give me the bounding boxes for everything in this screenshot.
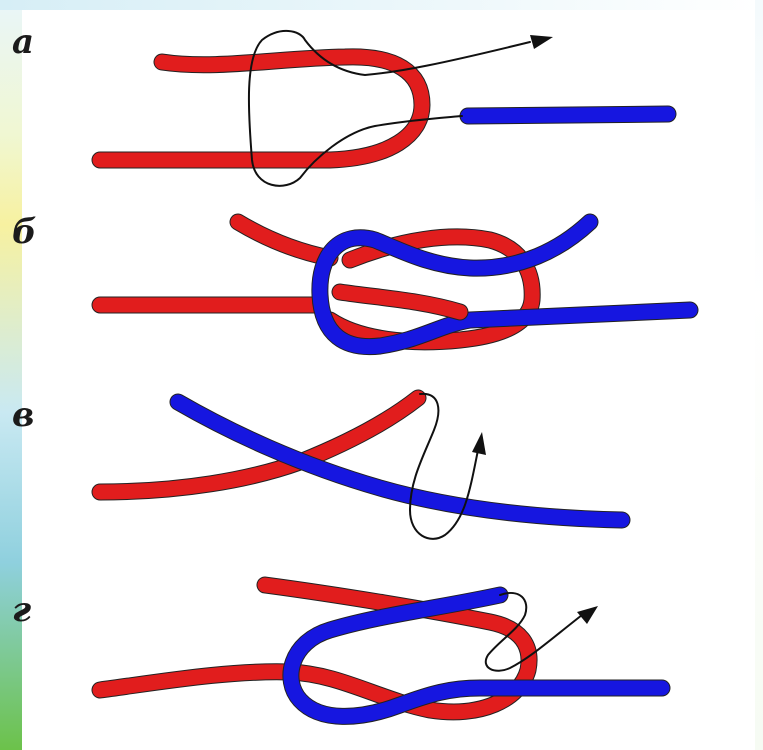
motion-arrow-icon	[530, 35, 553, 49]
background-gradient-strip-left	[0, 0, 22, 750]
blue-rope-d	[283, 587, 670, 724]
knot-step-d	[91, 576, 671, 725]
panel-label-a: а	[12, 22, 35, 62]
panel-label-g: г	[12, 590, 32, 630]
background-gradient-strip-top	[0, 0, 763, 10]
red-rope-b-end	[230, 214, 338, 266]
guide-line-a	[247, 30, 531, 187]
guide-line-c	[408, 392, 479, 540]
red-rope-b-cross	[332, 284, 468, 320]
knot-step-c	[91, 389, 631, 540]
background-gradient-strip-right	[755, 0, 763, 750]
blue-rope-b	[312, 214, 698, 355]
knot-step-a	[91, 30, 677, 187]
blue-rope-c	[170, 394, 630, 528]
blue-rope-a	[460, 106, 676, 124]
knot-step-b	[91, 213, 699, 356]
guide-line-d	[484, 592, 583, 672]
panel-label-v: в	[12, 395, 35, 435]
red-rope-a	[92, 49, 430, 168]
motion-arrow-icon	[472, 432, 486, 455]
motion-arrow-icon	[577, 606, 598, 624]
panel-label-b: б	[12, 212, 37, 252]
